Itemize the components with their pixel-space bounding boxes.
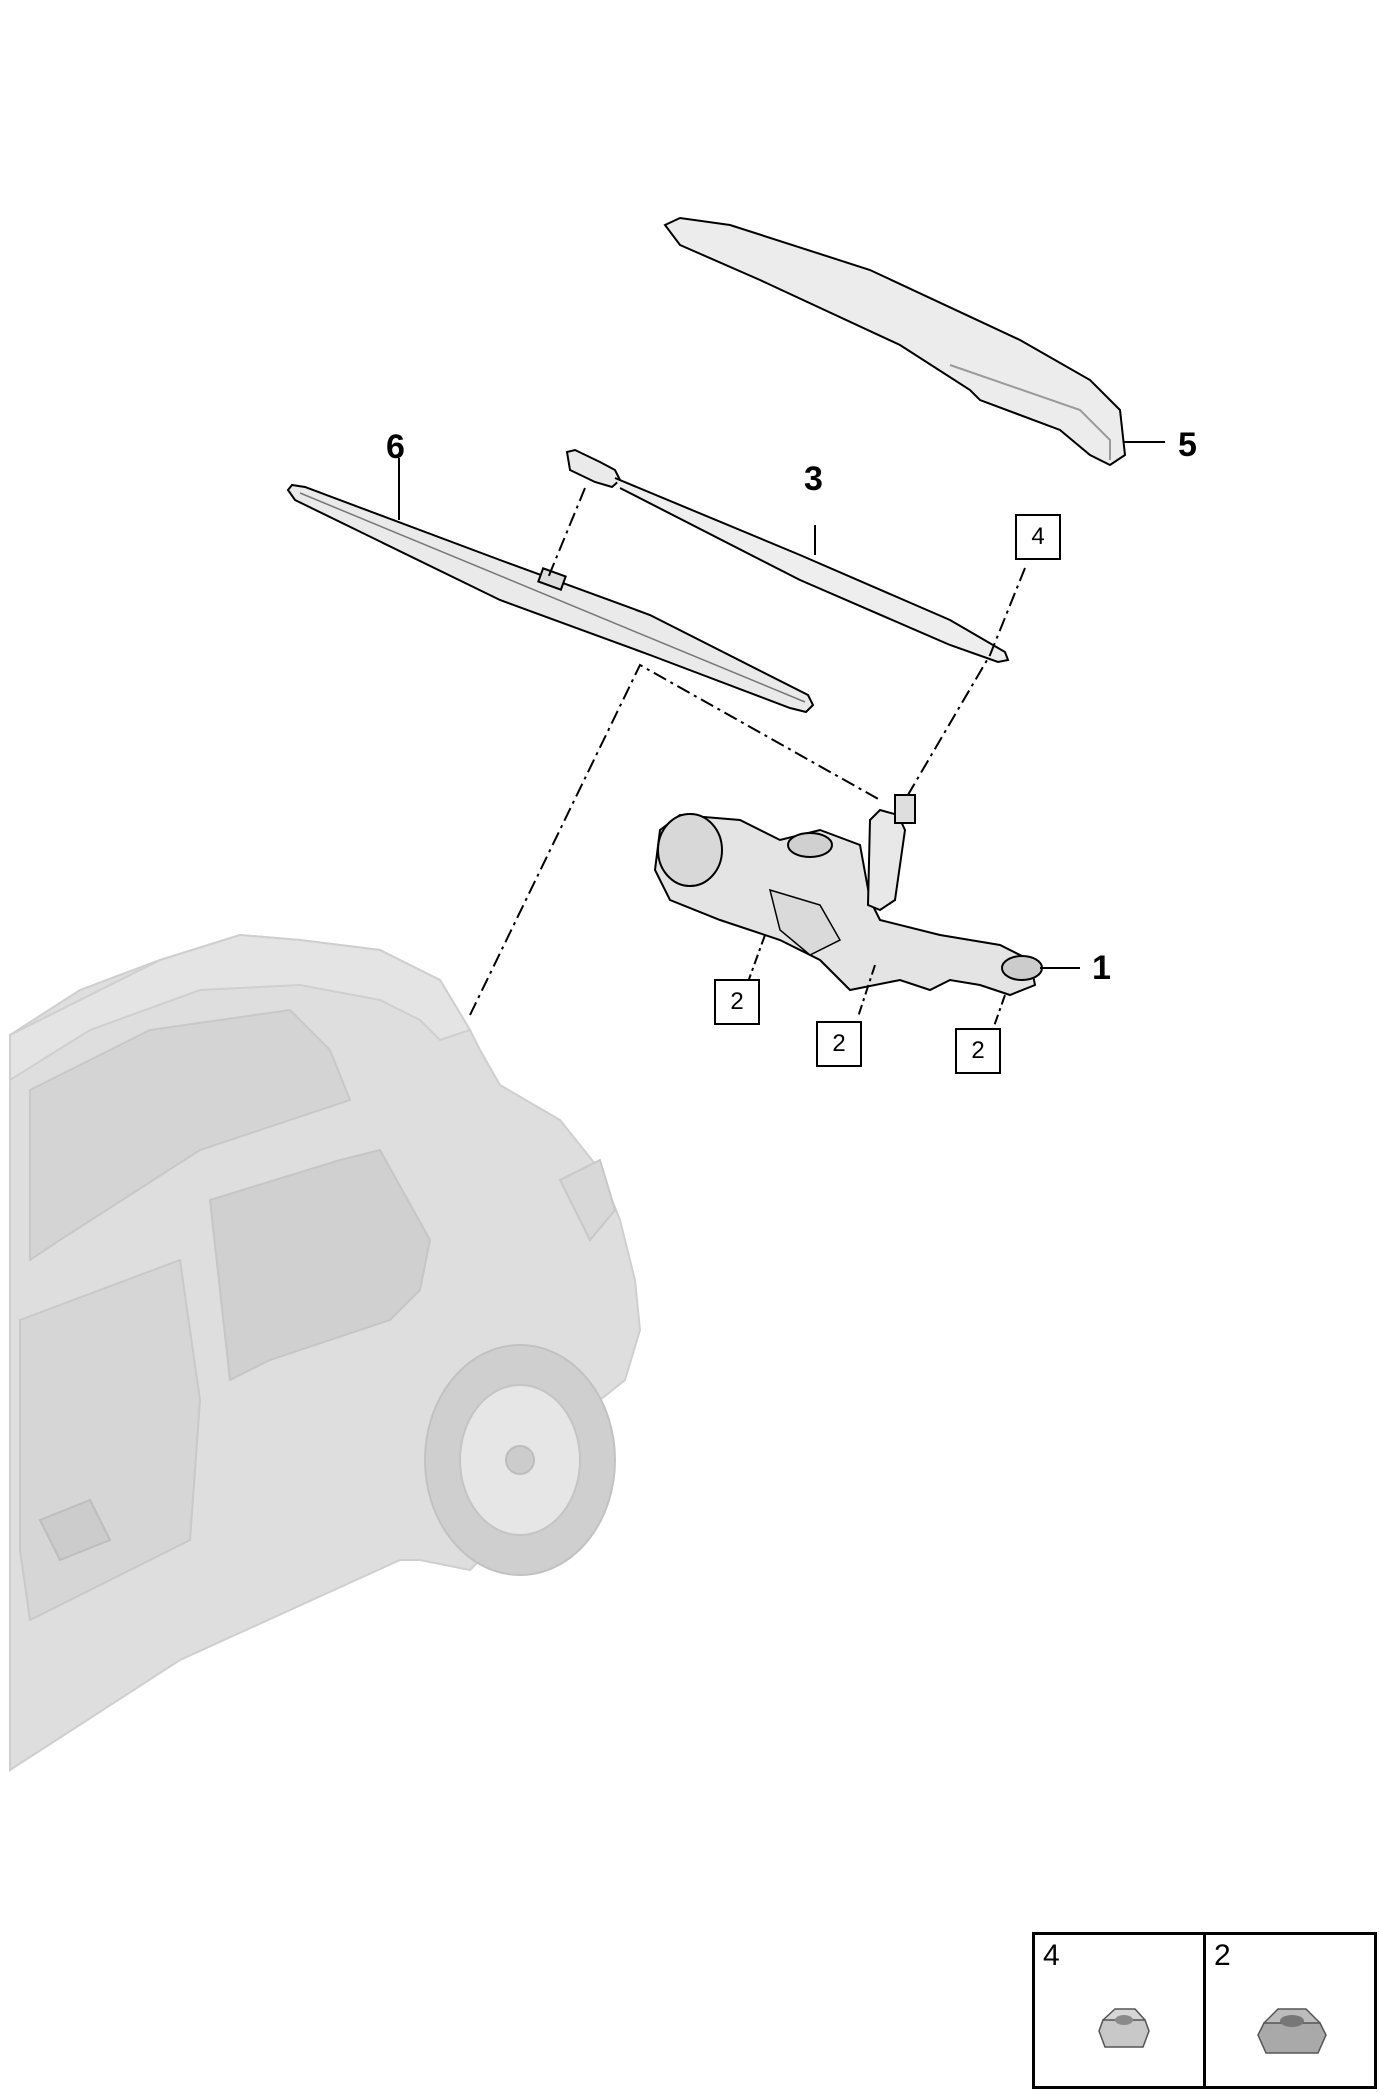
- callout-part-1: 1: [1092, 949, 1111, 987]
- callout-box-part-2-middle: 2: [816, 1021, 862, 1067]
- assembly-leader-lines: [469, 487, 1026, 1016]
- fastener-legend: 4 2: [1032, 1932, 1377, 2089]
- fastener-leader-lines: [747, 934, 1006, 1033]
- flange-nut-icon: [1098, 2008, 1150, 2048]
- legend-label-part-4: 4: [1043, 1939, 1060, 1972]
- callout-box-part-2-left: 2: [714, 979, 760, 1025]
- wiper-blade-part-6: [286, 458, 815, 714]
- vehicle-silhouette: [9, 933, 642, 1772]
- rear-spoiler-part-5: [663, 216, 1165, 467]
- callout-part-6: 6: [386, 428, 405, 466]
- callout-part-3: 3: [804, 460, 823, 498]
- wiper-arm-part-3: [565, 448, 1010, 664]
- callout-box-part-2-right: 2: [955, 1028, 1001, 1074]
- legend-cell-part-2: 2: [1203, 1935, 1374, 2086]
- wiper-motor-part-1: [653, 794, 1080, 997]
- callout-box-part-4: 4: [1015, 514, 1061, 560]
- hex-nut-icon: [1257, 2008, 1327, 2054]
- legend-cell-part-4: 4: [1035, 1935, 1203, 2086]
- legend-label-part-2: 2: [1214, 1939, 1231, 1972]
- callout-part-5: 5: [1178, 426, 1197, 464]
